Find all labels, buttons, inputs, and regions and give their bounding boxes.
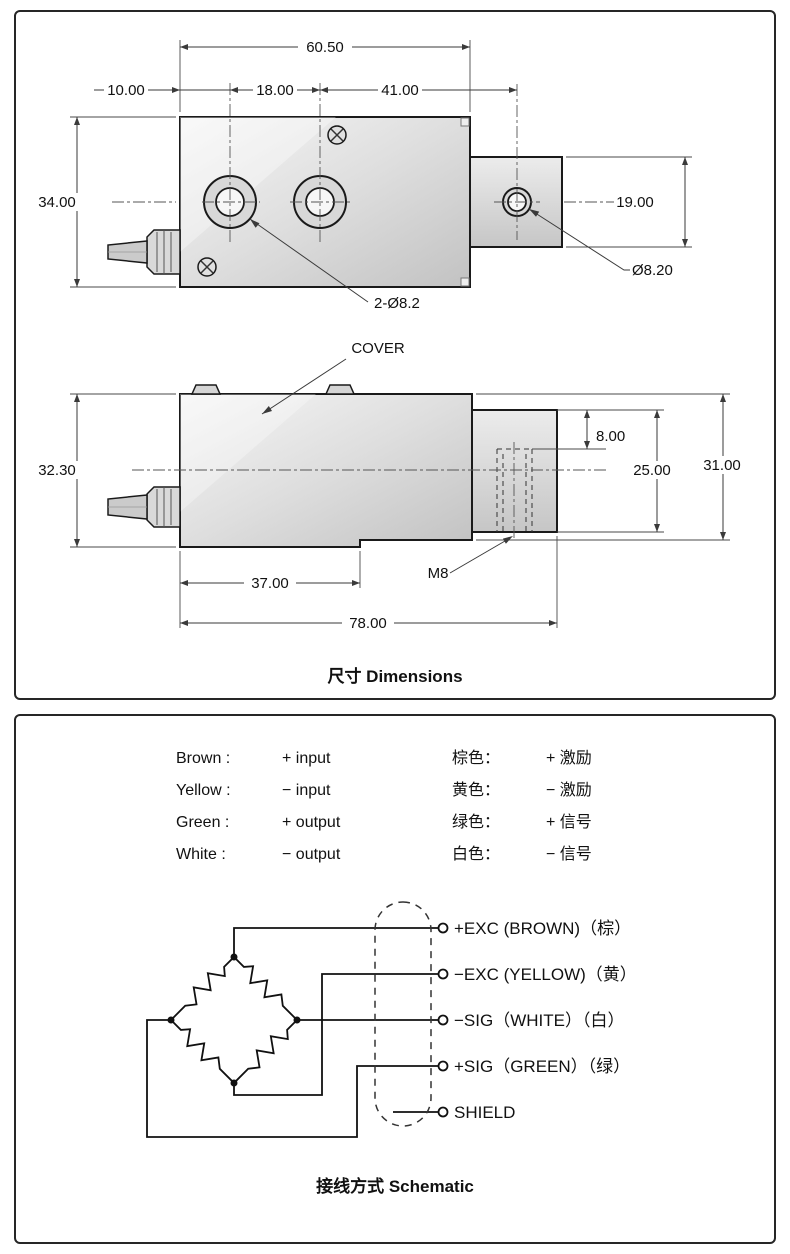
m8-thread-label: M8 [428, 565, 449, 582]
terminal-label: −EXC (YELLOW)（黄） [454, 965, 637, 984]
label-bg [244, 575, 296, 591]
cover-label: COVER [351, 340, 405, 357]
dim-tab-height-label: 19.00 [616, 194, 654, 211]
top-view-arrowheads [74, 44, 688, 287]
dim-hole-offset-label: 8.00 [596, 428, 625, 445]
legend-en-label: Green : [176, 814, 229, 831]
schematic-panel: Brown : + input 棕色： + 激励 Yellow : − inpu… [14, 714, 776, 1244]
side-view: COVER 32.30 8.00 25.00 31.00 37.00 M8 78… [32, 340, 748, 632]
top-view-extension-lines [70, 40, 692, 288]
legend-en-value: − input [282, 782, 331, 799]
legend-en-label: Yellow : [176, 782, 231, 799]
terminal-label: +SIG（GREEN）（绿） [454, 1057, 630, 1076]
dimensions-drawing: 60.50 10.00 18.00 41.00 34.00 19.00 Ø8.2… [32, 39, 748, 686]
terminal-exc-plus [437, 922, 449, 934]
dim-top-width-label: 60.50 [306, 39, 344, 56]
legend-en-value: + output [282, 814, 341, 831]
body-sheen [180, 394, 316, 512]
side-view-arrowheads [74, 394, 726, 626]
dimensions-caption: 尺寸 Dimensions [327, 666, 462, 686]
tab-hole-diameter-label: Ø8.20 [632, 262, 673, 279]
legend-zh-value: + 信号 [546, 813, 592, 831]
wheatstone-bridge [165, 951, 303, 1089]
cover-screw-bump [324, 384, 356, 395]
top-view: 60.50 10.00 18.00 41.00 34.00 19.00 Ø8.2… [32, 39, 692, 312]
dim-right-height-label: 31.00 [703, 457, 741, 474]
dim-right-span-label: 41.00 [381, 82, 419, 99]
dim-hole-spacing-label: 18.00 [256, 82, 294, 99]
legend-zh-label: 棕色： [452, 749, 500, 767]
terminal-shield [437, 1106, 449, 1118]
terminal-exc-minus [437, 968, 449, 980]
gland-ridges [156, 487, 172, 527]
label-bg [32, 461, 82, 479]
dimensions-panel: 60.50 10.00 18.00 41.00 34.00 19.00 Ø8.2… [14, 10, 776, 700]
terminals [437, 922, 449, 1118]
label-bg [32, 193, 82, 211]
legend-zh-label: 绿色： [452, 813, 500, 831]
dim-bottom-left-label: 37.00 [251, 575, 289, 592]
legend-en-value: − output [282, 846, 341, 863]
side-view-extension-lines [70, 393, 730, 628]
dim-extension-height-label: 25.00 [633, 462, 671, 479]
legend-en-label: Brown : [176, 750, 230, 767]
legend-zh-label: 黄色： [452, 781, 500, 799]
dim-body-height-label: 34.00 [38, 194, 76, 211]
dim-side-height-label: 32.30 [38, 462, 76, 479]
legend-zh-value: + 激励 [546, 749, 592, 767]
terminal-sig-plus [437, 1060, 449, 1072]
bridge-wires [146, 927, 438, 1138]
dim-total-length-label: 78.00 [349, 615, 387, 632]
corner-notch-top [460, 117, 470, 127]
schematic-caption: 接线方式 Schematic [316, 1176, 474, 1196]
m8-thread-hidden-lines [496, 448, 533, 532]
terminal-label: SHIELD [454, 1103, 515, 1122]
label-bg [342, 615, 394, 631]
terminal-sig-minus [437, 1014, 449, 1026]
terminal-label: +EXC (BROWN)（棕） [454, 919, 631, 938]
legend-en-label: White : [176, 846, 226, 863]
corner-notch-bottom [460, 277, 470, 287]
schematic-drawing: Brown : + input 棕色： + 激励 Yellow : − inpu… [146, 749, 637, 1196]
wire-color-legend: Brown : + input 棕色： + 激励 Yellow : − inpu… [176, 749, 592, 863]
label-bg [626, 461, 678, 479]
top-view-dimension-lines [76, 46, 686, 303]
screw-icon [327, 125, 347, 145]
screw-icon [197, 257, 217, 277]
legend-zh-label: 白色： [452, 845, 500, 863]
label-bg [696, 456, 748, 474]
load-cell-body-side [179, 393, 473, 548]
legend-en-value: + input [282, 750, 331, 767]
mount-holes-label: 2-Ø8.2 [374, 295, 420, 312]
dim-left-offset-label: 10.00 [107, 82, 145, 99]
top-view-centerlines [112, 83, 614, 242]
wire-exc-plus [233, 927, 438, 957]
cover-screw-bump [190, 384, 222, 395]
terminal-label: −SIG（WHITE）（白） [454, 1011, 624, 1030]
gland-ridges [156, 230, 172, 274]
wire-exc-minus [233, 973, 438, 1096]
legend-zh-value: − 信号 [546, 845, 592, 863]
cable-shield-outline [374, 901, 432, 1127]
wire-sig-plus [146, 1019, 438, 1138]
legend-zh-value: − 激励 [546, 781, 592, 799]
side-extension-block [471, 409, 558, 533]
